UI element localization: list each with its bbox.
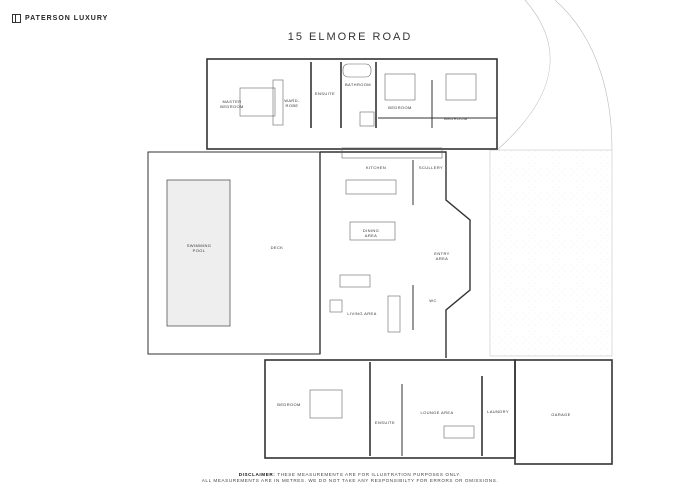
room-label-master-bedroom-2: BEDROOM (220, 104, 243, 109)
driveway-curve (554, 0, 613, 151)
bed-icon (445, 73, 477, 101)
disclaimer: DISCLAIMER: THESE MEASUREMENTS ARE FOR I… (0, 472, 700, 484)
hardscape-area (489, 149, 613, 357)
disclaimer-line-1: THESE MEASUREMENTS ARE FOR ILLUSTRATION … (277, 472, 462, 477)
driveway-edge (496, 0, 551, 151)
master-bed-icon (239, 87, 276, 117)
disclaimer-label: DISCLAIMER: (238, 472, 276, 477)
room-label-lounge: LOUNGE AREA (420, 410, 453, 415)
room-label-dining: DINING (363, 228, 379, 233)
room-label-wardrobe: WARD- (284, 98, 300, 103)
room-label-dining-2: AREA (365, 233, 378, 238)
room-label-pool: SWIMMING (187, 243, 212, 248)
kitchen-counter (341, 147, 443, 159)
armchair-icon (329, 299, 343, 313)
page-title: 15 ELMORE ROAD (287, 31, 413, 43)
room-label-bedroom: BEDROOM (388, 105, 411, 110)
kitchen-island (345, 179, 397, 195)
disclaimer-line-2: ALL MEASUREMENTS ARE IN METRES. WE DO NO… (201, 478, 499, 483)
dining-table (349, 221, 396, 241)
shower-icon (359, 111, 375, 127)
room-label-bedroom: BEDROOM (444, 116, 467, 121)
room-label-garage: GARAGE (551, 412, 571, 417)
room-label-wc: WC (429, 298, 436, 303)
sofa-icon (387, 295, 401, 333)
room-label-deck: DECK (271, 245, 284, 250)
swimming-pool (166, 179, 231, 327)
sofa-icon (443, 425, 475, 439)
room-label-bathroom: BATHROOM (345, 82, 371, 87)
brand: PATERSON LUXURY (12, 14, 108, 23)
bottom-wing (264, 359, 613, 465)
bathtub-icon (342, 63, 372, 78)
bed-icon (384, 73, 416, 101)
brand-name: PATERSON LUXURY (25, 15, 109, 22)
top-wing (206, 58, 498, 150)
room-label-laundry: LAUNDRY (487, 409, 509, 414)
room-label-master-bedroom: MASTER (222, 99, 241, 104)
room-label-scullery: SCULLERY (419, 165, 443, 170)
main-house (319, 151, 471, 358)
room-label-ensuite: ENSUITE (315, 91, 335, 96)
room-label-living: LIVING AREA (347, 311, 376, 316)
room-label-entry-2: AREA (436, 256, 449, 261)
room-label-ensuite: ENSUITE (375, 420, 395, 425)
room-label-pool-2: POOL (193, 248, 206, 253)
room-label-wardrobe-2: ROBE (286, 103, 299, 108)
room-label-bedroom: BEDROOM (277, 402, 300, 407)
wardrobe-icon (272, 79, 284, 126)
sofa-icon (339, 274, 371, 288)
room-label-entry: ENTRY (434, 251, 449, 256)
building-logo-icon (12, 14, 21, 23)
room-label-kitchen: KITCHEN (366, 165, 386, 170)
bed-icon (309, 389, 343, 419)
